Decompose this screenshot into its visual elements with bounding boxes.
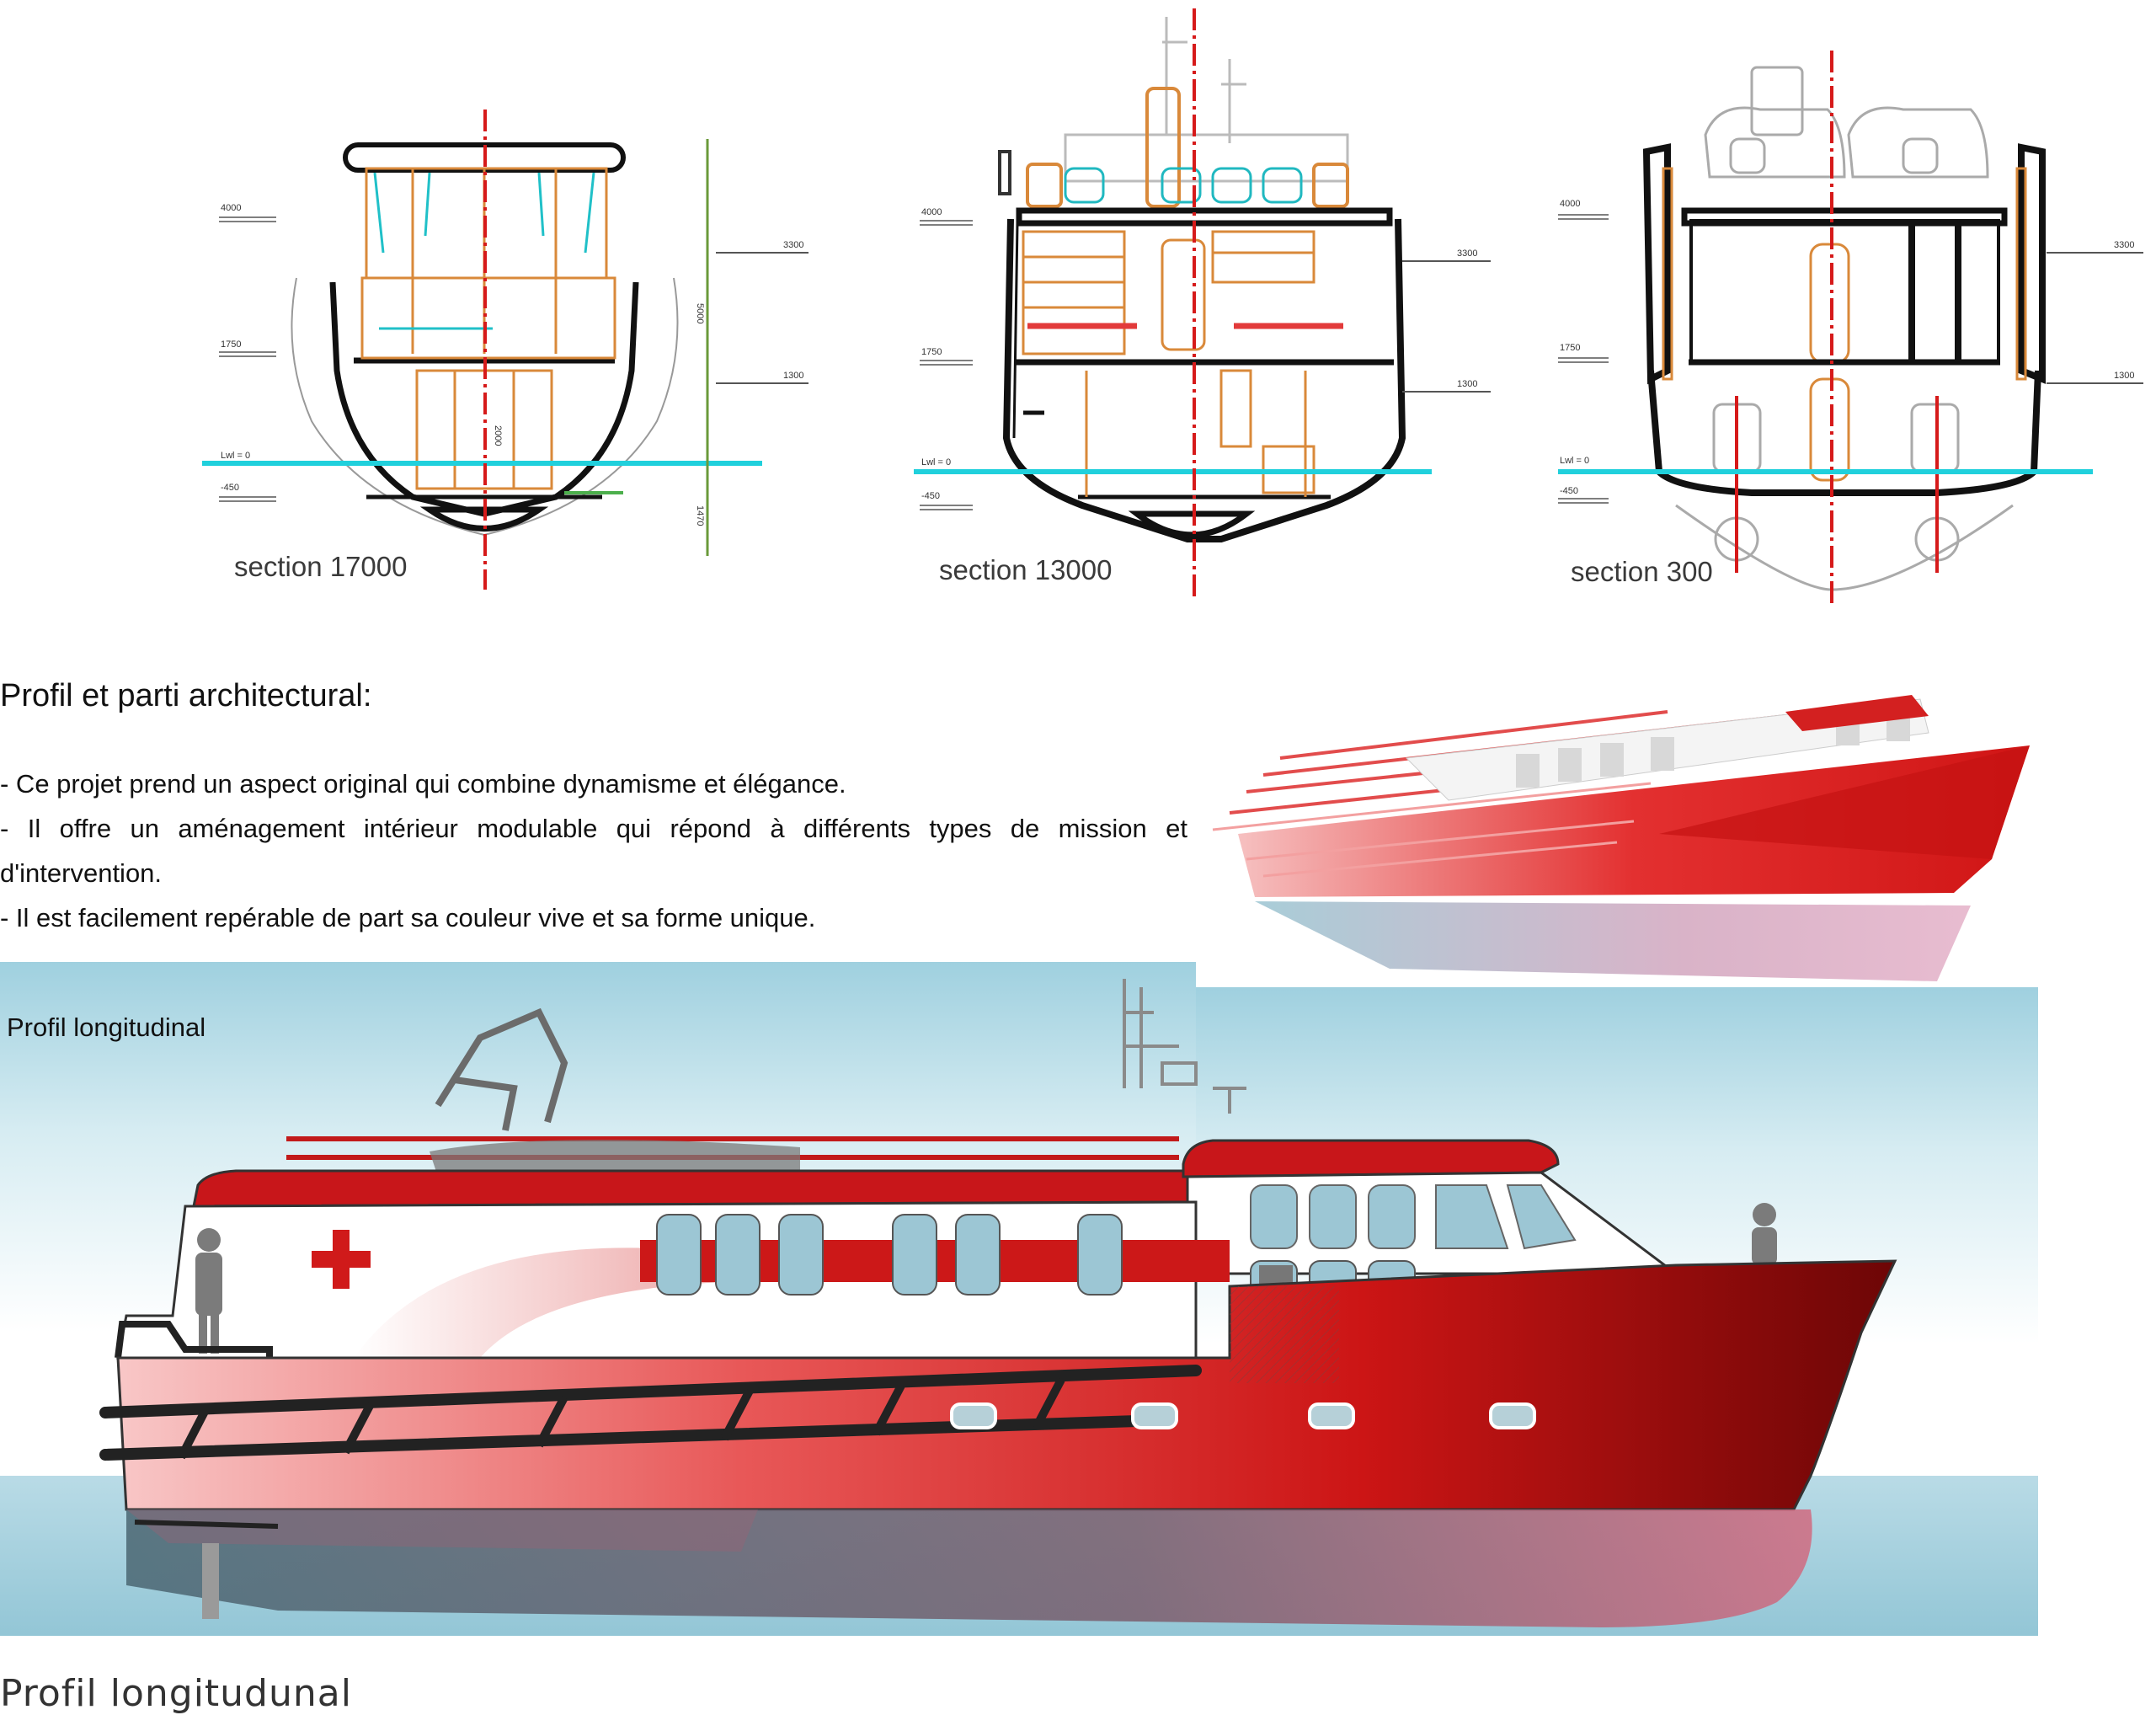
- upper-roof: [192, 1169, 1198, 1208]
- level-lwl: Lwl = 0: [221, 451, 250, 461]
- hull-outline: [1647, 370, 2041, 496]
- portholes: [950, 1402, 1536, 1429]
- level-marks: [219, 216, 276, 502]
- render-caption: Profil longitudunal: [0, 1672, 352, 1715]
- profile-description: - Ce projet prend un aspect original qui…: [0, 761, 1187, 940]
- level-1750: 1750: [1560, 343, 1580, 353]
- section-13000-drawing: 4000 1750 Lwl = 0 -450: [914, 8, 1491, 598]
- dim-3300: 3300: [2114, 240, 2134, 250]
- section-300-drawing: 4000 1750 Lwl = 0 -450 3300 1300: [1558, 51, 2143, 606]
- longitudinal-profile-render: [0, 962, 2038, 1636]
- level-minus-450: -450: [221, 483, 239, 493]
- section-13000-label: section 13000: [939, 554, 1113, 585]
- vdim-1470: 1470: [695, 505, 705, 526]
- level-4000: 4000: [1560, 199, 1580, 209]
- vdim-2000: 2000: [493, 425, 503, 446]
- level-4000: 4000: [221, 203, 241, 213]
- vdim-5000: 5000: [695, 303, 705, 323]
- section-300-label: section 300: [1571, 556, 1713, 587]
- wheelhouse: [1182, 1139, 1560, 1178]
- dim-3300: 3300: [783, 240, 803, 250]
- level-minus-450: -450: [921, 491, 940, 501]
- level-lwl: Lwl = 0: [921, 457, 951, 467]
- person-figure: [1752, 1203, 1777, 1265]
- section-17000-drawing: 4000 1750 Lwl = 0 -450 3300 1300 5000 20…: [202, 110, 808, 590]
- dim-1300: 1300: [783, 371, 803, 381]
- bullet-1: - Ce projet prend un aspect original qui…: [0, 769, 846, 799]
- hull: [116, 1259, 1897, 1511]
- level-lwl: Lwl = 0: [1560, 456, 1589, 466]
- bullet-3: - Il est facilement repérable de part sa…: [0, 903, 816, 932]
- medical-cross-icon: [312, 1230, 371, 1289]
- level-1750: 1750: [221, 339, 241, 350]
- profile-heading: Profil et parti architectural:: [0, 678, 372, 713]
- person-figure: [195, 1228, 222, 1354]
- section-17000-label: section 17000: [234, 551, 408, 582]
- dim-1300: 1300: [2114, 371, 2134, 381]
- dim-1300: 1300: [1457, 379, 1477, 389]
- perspective-sketch: [1212, 695, 2030, 981]
- hull-outline: [1002, 218, 1406, 542]
- dim-3300: 3300: [1457, 248, 1477, 259]
- level-4000: 4000: [921, 207, 942, 217]
- level-minus-450: -450: [1560, 486, 1578, 496]
- bullet-2: - Il offre un aménagement intérieur modu…: [0, 814, 1187, 888]
- hull-reflection: [126, 1509, 1812, 1627]
- level-1750: 1750: [921, 347, 942, 357]
- render-inset-label: Profil longitudinal: [7, 1012, 206, 1042]
